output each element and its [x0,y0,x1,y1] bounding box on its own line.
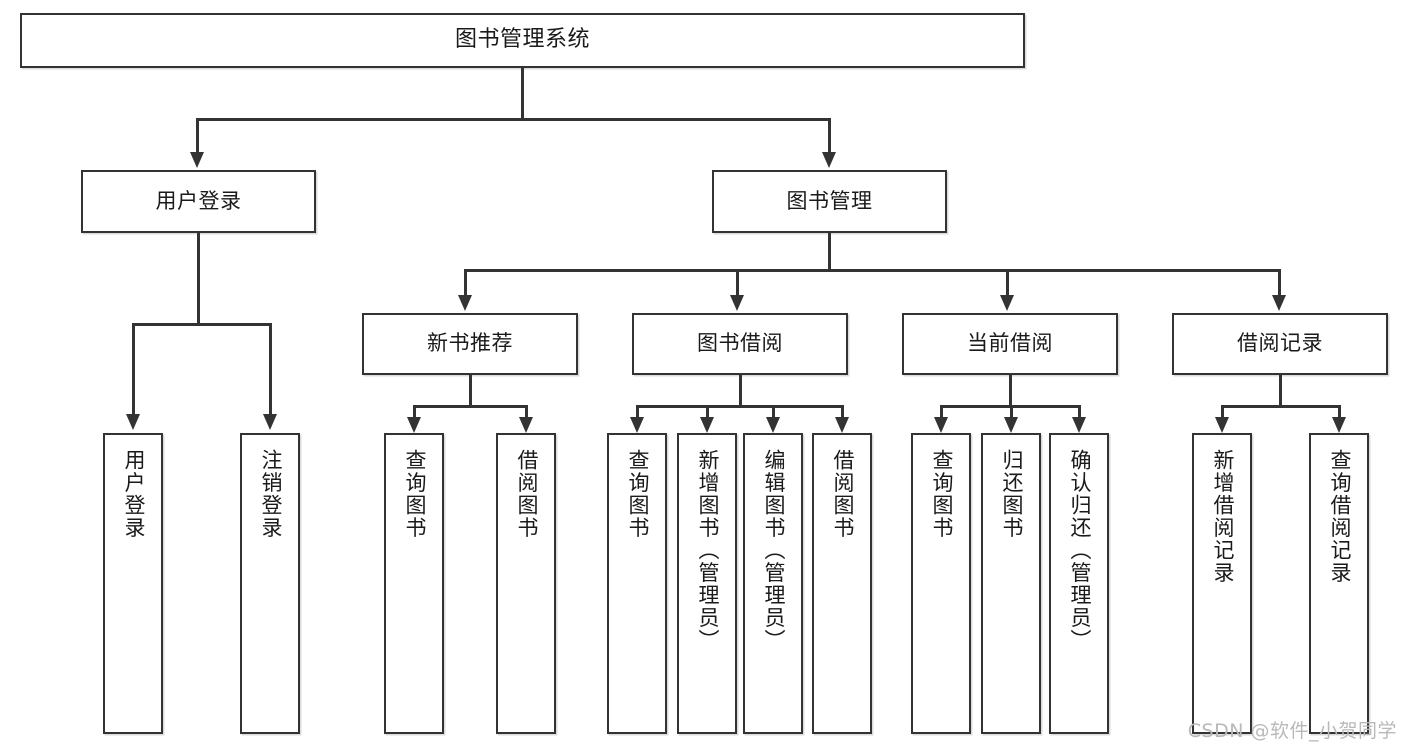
leaf-label: 借阅图书 [514,449,539,539]
leaf-label: 查询借阅记录 [1327,449,1352,584]
connector-to-user-login [196,118,199,154]
connector-current-borrow-leaf-2 [1010,405,1013,419]
connector-user-login-stem [197,233,200,323]
leaf-search-borrow-record[interactable]: 查询借阅记录 [1309,433,1369,734]
node-label: 用户登录 [155,188,242,213]
leaf-label: 确认归还（管理员） [1067,449,1092,652]
arrowhead-book-borrow-leaf-3 [766,417,780,433]
connector-root-stem [521,68,524,118]
leaf-label: 查询图书 [929,449,954,539]
arrowhead-user-login-leaf-1 [126,414,140,430]
node-label: 图书借阅 [697,331,783,356]
leaf-label: 编辑图书（管理员） [761,449,786,652]
watermark-text: CSDN @软件_小贺同学 [1187,720,1397,742]
leaf-label: 查询图书 [625,449,650,539]
connector-borrow-record-stem [1279,375,1282,405]
connector-user-login-bus [132,323,271,326]
node-label: 图书管理 [786,188,873,213]
leaf-user-logout[interactable]: 注销登录 [240,433,300,734]
node-borrow-record[interactable]: 借阅记录 [1172,313,1388,375]
leaf-return-book[interactable]: 归还图书 [981,433,1041,734]
node-book-management[interactable]: 图书管理 [712,170,947,233]
connector-borrow-record-leaf-2 [1338,405,1341,419]
connector-new-book-recommend-leaf-2 [525,405,528,419]
leaf-label: 用户登录 [121,449,146,539]
node-current-borrow[interactable]: 当前借阅 [902,313,1118,375]
leaf-add-book-admin[interactable]: 新增图书（管理员） [677,433,737,734]
leaf-search-book-recommend[interactable]: 查询图书 [384,433,444,734]
leaf-label: 新增图书（管理员） [695,449,720,652]
connector-book-borrow-leaf-1 [636,405,639,419]
arrowhead-book-borrow-leaf-4 [835,417,849,433]
connector-borrow-record-bus [1221,405,1340,408]
connector-current-borrow-stem [1009,375,1012,405]
connector-to-current-borrow [1006,269,1009,297]
leaf-borrow-book-recommend[interactable]: 借阅图书 [496,433,556,734]
node-new-book-recommend[interactable]: 新书推荐 [362,313,578,375]
connector-book-management-stem [828,233,831,269]
arrowhead-to-user-login [190,152,204,168]
arrowhead-to-book-management [822,152,836,168]
leaf-edit-book-admin[interactable]: 编辑图书（管理员） [743,433,803,734]
arrowhead-borrow-record-leaf-1 [1215,417,1229,433]
leaf-label: 查询图书 [402,449,427,539]
arrowhead-to-book-borrow [730,295,744,311]
leaf-search-book-current[interactable]: 查询图书 [911,433,971,734]
arrowhead-current-borrow-leaf-1 [934,417,948,433]
connector-user-login-leaf-1 [132,323,135,416]
connector-new-book-recommend-leaf-1 [413,405,416,419]
node-root-book-management-system[interactable]: 图书管理系统 [20,13,1025,68]
connector-to-new-book-recommend [464,269,467,297]
leaf-label: 注销登录 [258,449,283,539]
connector-book-borrow-stem [739,375,742,405]
arrowhead-borrow-record-leaf-2 [1332,417,1346,433]
connector-new-book-recommend-bus [413,405,528,408]
leaf-user-login[interactable]: 用户登录 [103,433,163,734]
node-book-borrow[interactable]: 图书借阅 [632,313,848,375]
connector-level2-bus [464,269,1280,272]
connector-user-login-leaf-2 [269,323,272,416]
node-label: 借阅记录 [1237,331,1323,356]
arrowhead-current-borrow-leaf-3 [1072,417,1086,433]
connector-new-book-recommend-stem [469,375,472,405]
arrowhead-new-book-recommend-leaf-2 [519,417,533,433]
arrowhead-to-borrow-record [1272,295,1286,311]
connector-book-borrow-bus [636,405,843,408]
node-label: 图书管理系统 [454,27,590,53]
leaf-borrow-book[interactable]: 借阅图书 [812,433,872,734]
arrowhead-user-login-leaf-2 [263,414,277,430]
node-user-login[interactable]: 用户登录 [81,170,316,233]
arrowhead-book-borrow-leaf-1 [630,417,644,433]
arrowhead-to-new-book-recommend [458,295,472,311]
leaf-add-borrow-record[interactable]: 新增借阅记录 [1192,433,1252,734]
connector-to-book-borrow [736,269,739,297]
leaf-confirm-return-admin[interactable]: 确认归还（管理员） [1049,433,1109,734]
connector-level1-bus [196,118,830,121]
connector-book-borrow-leaf-3 [772,405,775,419]
arrowhead-book-borrow-leaf-2 [700,417,714,433]
arrowhead-new-book-recommend-leaf-1 [407,417,421,433]
node-label: 新书推荐 [427,331,513,356]
leaf-label: 借阅图书 [830,449,855,539]
connector-to-borrow-record [1278,269,1281,297]
connector-borrow-record-leaf-1 [1221,405,1224,419]
connector-current-borrow-leaf-1 [940,405,943,419]
leaf-search-book-borrow[interactable]: 查询图书 [607,433,667,734]
connector-book-borrow-leaf-2 [706,405,709,419]
leaf-label: 归还图书 [999,449,1024,539]
leaf-label: 新增借阅记录 [1210,449,1235,584]
arrowhead-current-borrow-leaf-2 [1004,417,1018,433]
connector-book-borrow-leaf-4 [841,405,844,419]
arrowhead-to-current-borrow [1000,295,1014,311]
connector-current-borrow-leaf-3 [1078,405,1081,419]
node-label: 当前借阅 [967,331,1053,356]
connector-to-book-management [828,118,831,154]
